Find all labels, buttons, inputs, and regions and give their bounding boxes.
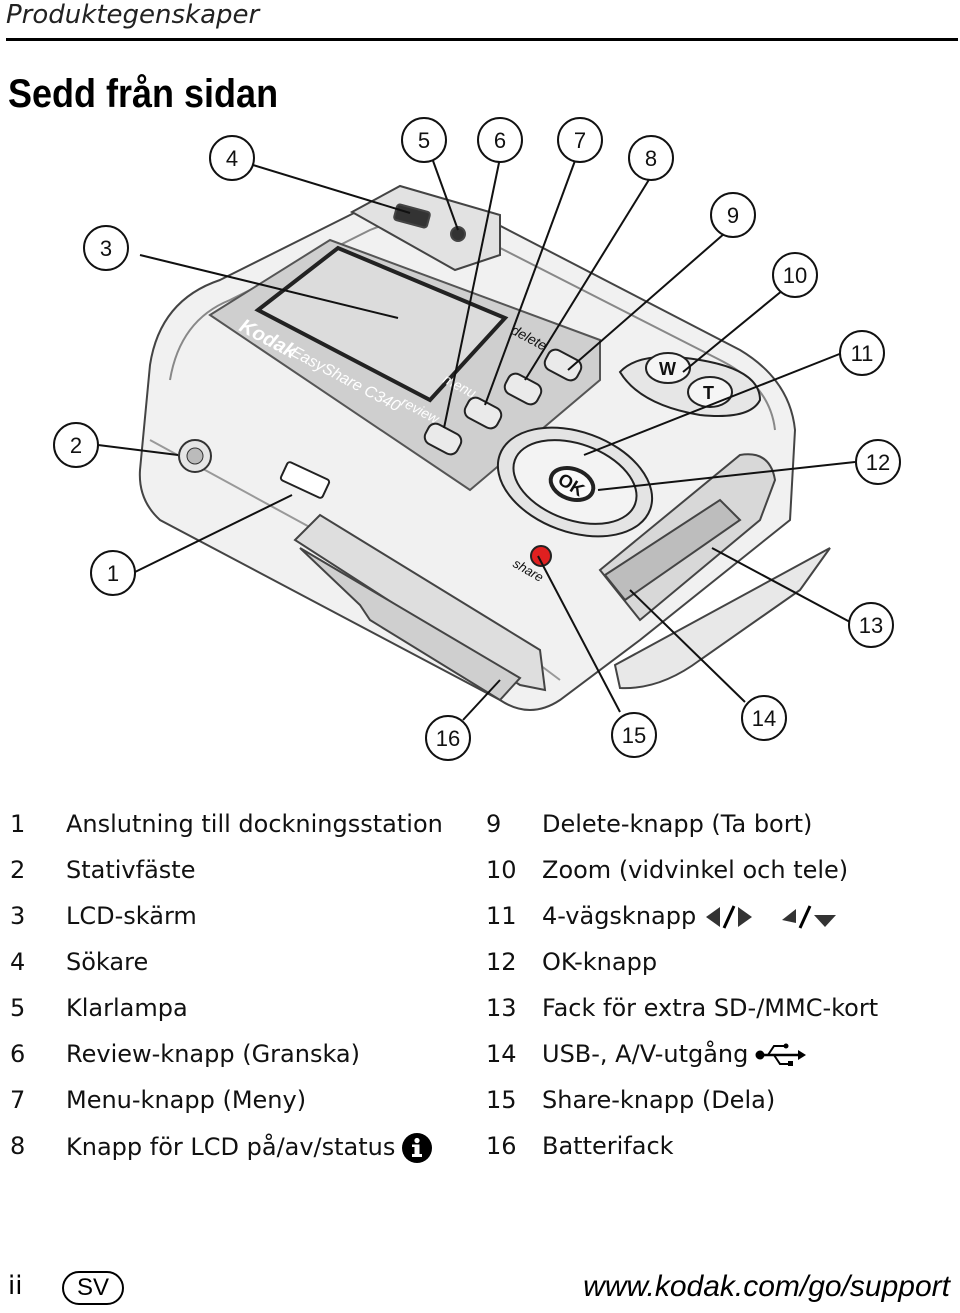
legend-label: 4-vägsknapp xyxy=(542,902,842,931)
page-number: ii xyxy=(8,1271,23,1301)
callout-2 xyxy=(53,422,99,468)
legend-number: 5 xyxy=(10,994,26,1022)
legend-number: 14 xyxy=(486,1040,517,1068)
legend-number: 1 xyxy=(10,810,26,838)
callout-15-number: 15 xyxy=(622,723,646,748)
side-buttons xyxy=(423,348,583,456)
callout-7 xyxy=(557,117,603,163)
legend-number: 3 xyxy=(10,902,26,930)
callout-9-number: 9 xyxy=(727,203,739,228)
legend-number: 2 xyxy=(10,856,26,884)
legend-label: Sökare xyxy=(66,948,149,976)
legend-label: Fack för extra SD-/MMC-kort xyxy=(542,994,879,1022)
four-way-dial xyxy=(496,426,654,538)
callout-13-number: 13 xyxy=(859,613,883,638)
dock-connector xyxy=(279,461,331,499)
callout-16 xyxy=(425,715,471,761)
callout-11 xyxy=(839,330,885,376)
callout-6-number: 6 xyxy=(494,128,506,153)
callout-9 xyxy=(710,192,756,238)
callout-10 xyxy=(772,252,818,298)
camera-side-view-illustration: Kodak EasyShare C340 delete menu review … xyxy=(53,117,901,761)
callout-1-number: 1 xyxy=(107,561,119,586)
callout-5 xyxy=(401,117,447,163)
legend-label-text: Knapp för LCD på/av/status xyxy=(66,1133,396,1161)
callout-4-number: 4 xyxy=(226,146,238,171)
callout-10-number: 10 xyxy=(783,263,807,288)
legend-number: 10 xyxy=(486,856,517,884)
callout-13 xyxy=(848,602,894,648)
legend-label: Zoom (vidvinkel och tele) xyxy=(542,856,849,884)
legend-label: Anslutning till dockningsstation xyxy=(66,810,443,838)
page-title: Sedd från sidan xyxy=(8,72,279,116)
legend-number: 15 xyxy=(486,1086,517,1114)
callout-8-number: 8 xyxy=(645,146,657,171)
legend-number: 11 xyxy=(486,902,517,930)
legend-number: 4 xyxy=(10,948,26,976)
zoom-t-label: T xyxy=(703,383,714,403)
legend-number: 9 xyxy=(486,810,502,838)
legend-label: Review-knapp (Granska) xyxy=(66,1040,360,1068)
callout-6 xyxy=(477,117,523,163)
legend-label: Klarlampa xyxy=(66,994,188,1022)
legend-number: 13 xyxy=(486,994,517,1022)
zoom-w-label: W xyxy=(659,359,676,379)
callout-15 xyxy=(611,712,657,758)
legend-label: Batterifack xyxy=(542,1132,674,1160)
legend-label: OK-knapp xyxy=(542,948,658,976)
legend-number: 7 xyxy=(10,1086,26,1114)
support-url: www.kodak.com/go/support xyxy=(583,1270,950,1303)
callout-1 xyxy=(90,550,136,596)
callout-14-number: 14 xyxy=(752,706,776,731)
callout-3 xyxy=(83,225,129,271)
legend-label-text: USB-, A/V-utgång xyxy=(542,1040,749,1068)
callout-12 xyxy=(855,439,901,485)
legend-label: Stativfäste xyxy=(66,856,196,884)
header-rule xyxy=(6,38,958,41)
legend-label: Menu-knapp (Meny) xyxy=(66,1086,307,1114)
callout-2-number: 2 xyxy=(70,433,82,458)
zoom-buttons xyxy=(618,352,762,417)
legend-label-text: 4-vägsknapp xyxy=(542,902,697,930)
language-badge: SV xyxy=(62,1271,124,1305)
usb-icon xyxy=(755,1043,807,1066)
legend-label: Share-knapp (Dela) xyxy=(542,1086,776,1114)
legend-label: USB-, A/V-utgång xyxy=(542,1040,807,1068)
legend-number: 8 xyxy=(10,1132,26,1160)
callouts xyxy=(53,117,901,761)
legend-label: Knapp för LCD på/av/status xyxy=(66,1132,433,1164)
callout-14 xyxy=(741,695,787,741)
callout-5-number: 5 xyxy=(418,128,430,153)
leader-lines xyxy=(97,157,856,721)
callout-8 xyxy=(628,135,674,181)
legend-number: 6 xyxy=(10,1040,26,1068)
battery-door xyxy=(293,513,547,702)
share-button-red xyxy=(530,545,552,567)
callout-11-number: 11 xyxy=(851,341,874,366)
callout-3-number: 3 xyxy=(100,236,112,261)
callout-4 xyxy=(209,135,255,181)
four-way-arrows-icon xyxy=(706,905,837,929)
legend-label: Delete-knapp (Ta bort) xyxy=(542,810,813,838)
callout-12-number: 12 xyxy=(866,450,890,475)
legend-number: 12 xyxy=(486,948,517,976)
callout-7-number: 7 xyxy=(574,128,586,153)
callout-16-number: 16 xyxy=(436,726,460,751)
running-header: Produktegenskaper xyxy=(6,0,260,30)
legend-number: 16 xyxy=(486,1132,517,1160)
legend-label: LCD-skärm xyxy=(66,902,197,930)
info-icon xyxy=(402,1133,433,1163)
